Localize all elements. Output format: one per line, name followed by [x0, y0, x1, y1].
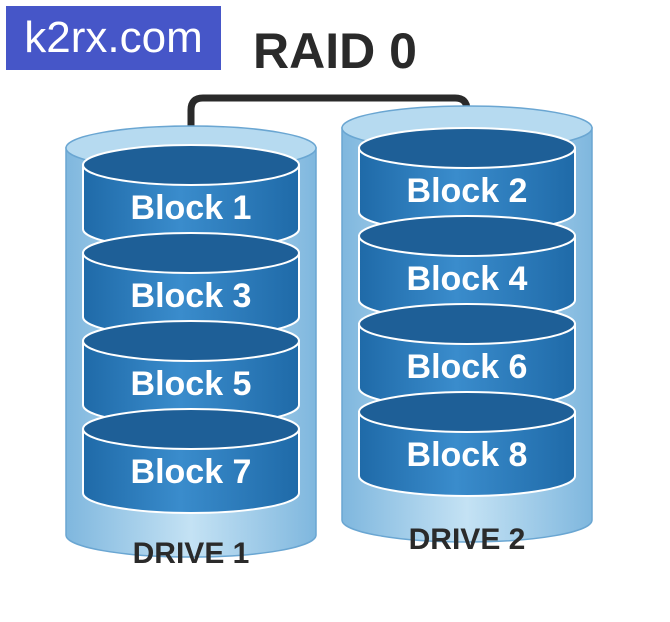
block-label: Block 2: [407, 172, 528, 210]
drive-1-block-4: Block 7: [82, 408, 300, 514]
drive-2-block-3: Block 6: [358, 303, 576, 409]
block-label: Block 8: [407, 436, 528, 474]
drive-1-label: DRIVE 1: [132, 537, 250, 570]
drive-2-label: DRIVE 2: [408, 523, 526, 556]
diagram-title: RAID 0: [253, 23, 417, 79]
drive-1: Block 1 Block 3 Block 5 Block 7: [65, 125, 317, 558]
block-label: Block 6: [407, 348, 528, 386]
drive-1-block-1: Block 1: [82, 144, 300, 250]
block-top: [82, 144, 300, 186]
raid-connector-line: [187, 94, 471, 182]
block-top: [82, 232, 300, 274]
block-label: Block 5: [131, 365, 252, 403]
block-label: Block 3: [131, 277, 252, 315]
block-top: [358, 391, 576, 433]
block-label: Block 4: [407, 260, 528, 298]
block-body: [82, 428, 300, 514]
drive-2-block-1: Block 2: [358, 127, 576, 233]
block-label: Block 1: [131, 189, 252, 227]
drive-2-block-4: Block 8: [358, 391, 576, 497]
block-label: Block 7: [131, 453, 252, 491]
drive-2: Block 2 Block 4 Block 6 Block 8: [341, 105, 593, 543]
block-top: [358, 215, 576, 257]
block-top: [82, 408, 300, 450]
drive-2-block-2: Block 4: [358, 215, 576, 321]
block-body: [358, 411, 576, 497]
drive-1-block-3: Block 5: [82, 320, 300, 426]
watermark-logo: k2rx.com: [6, 6, 221, 70]
block-top: [82, 320, 300, 362]
block-top: [358, 303, 576, 345]
block-top: [358, 127, 576, 169]
